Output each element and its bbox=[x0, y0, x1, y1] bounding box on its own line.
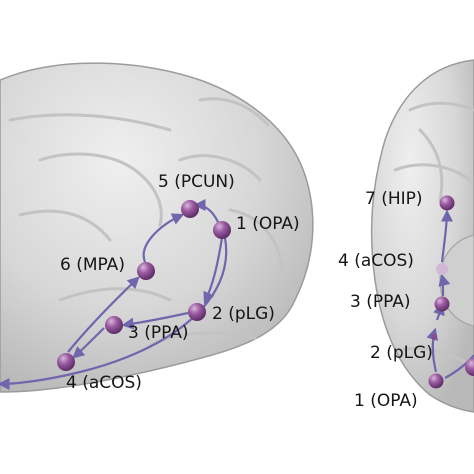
lateral-labels: 5 (PCUN) 1 (OPA) 6 (MPA) 2 (pLG) 3 (PPA)… bbox=[60, 172, 300, 393]
node-v3-ppa bbox=[434, 296, 450, 312]
edge-6-to-5 bbox=[142, 213, 185, 263]
label-v7-hip: 7 (HIP) bbox=[365, 189, 423, 209]
label-v2-plg: 2 (pLG) bbox=[370, 343, 433, 363]
label-v1-opa: 1 (OPA) bbox=[354, 391, 418, 411]
lateral-brain-view bbox=[0, 62, 314, 393]
edge-long-loop bbox=[0, 237, 228, 391]
edge-v4-to-7 bbox=[440, 209, 454, 263]
node-v4-acos bbox=[436, 263, 448, 275]
edge-v-right bbox=[444, 354, 474, 379]
edge-5-to-1 bbox=[193, 198, 219, 223]
ventral-nodes bbox=[428, 195, 474, 389]
label-3-ppa: 3 (PPA) bbox=[128, 323, 189, 343]
edge-4-to-6 bbox=[67, 276, 140, 353]
edge-2-to-3 bbox=[121, 311, 189, 330]
label-1-opa: 1 (OPA) bbox=[236, 214, 300, 234]
node-3-ppa bbox=[105, 316, 123, 334]
lateral-brain-surface bbox=[0, 62, 314, 393]
label-v4-acos: 4 (aCOS) bbox=[338, 251, 414, 271]
label-5-pcun: 5 (PCUN) bbox=[158, 172, 235, 192]
node-1-opa bbox=[213, 221, 231, 239]
node-v7-hip bbox=[439, 195, 455, 211]
ventral-brain-surface bbox=[370, 59, 474, 413]
node-v-edge bbox=[465, 358, 474, 376]
edge-1-to-2 bbox=[203, 237, 224, 305]
ventral-sulci bbox=[393, 101, 474, 367]
node-2-plg bbox=[188, 303, 206, 321]
ventral-brain-view bbox=[370, 59, 474, 413]
lateral-sulci bbox=[8, 97, 284, 347]
edge-v3-to-4 bbox=[438, 273, 451, 297]
label-4-acos: 4 (aCOS) bbox=[66, 373, 142, 393]
edge-3-to-4 bbox=[72, 327, 105, 359]
node-5-pcun bbox=[181, 200, 199, 218]
node-4-acos bbox=[57, 353, 75, 371]
node-6-mpa bbox=[137, 262, 155, 280]
ventral-labels: 7 (HIP) 4 (aCOS) 3 (PPA) 2 (pLG) 1 (OPA) bbox=[338, 189, 433, 411]
label-2-plg: 2 (pLG) bbox=[212, 304, 275, 324]
node-v2-plg bbox=[431, 334, 437, 340]
edge-v1-to-2 bbox=[426, 327, 439, 373]
lateral-nodes bbox=[57, 200, 231, 371]
label-v3-ppa: 3 (PPA) bbox=[350, 292, 411, 312]
lateral-connections bbox=[0, 198, 228, 391]
node-v1-opa bbox=[428, 373, 444, 389]
label-6-mpa: 6 (MPA) bbox=[60, 255, 125, 275]
